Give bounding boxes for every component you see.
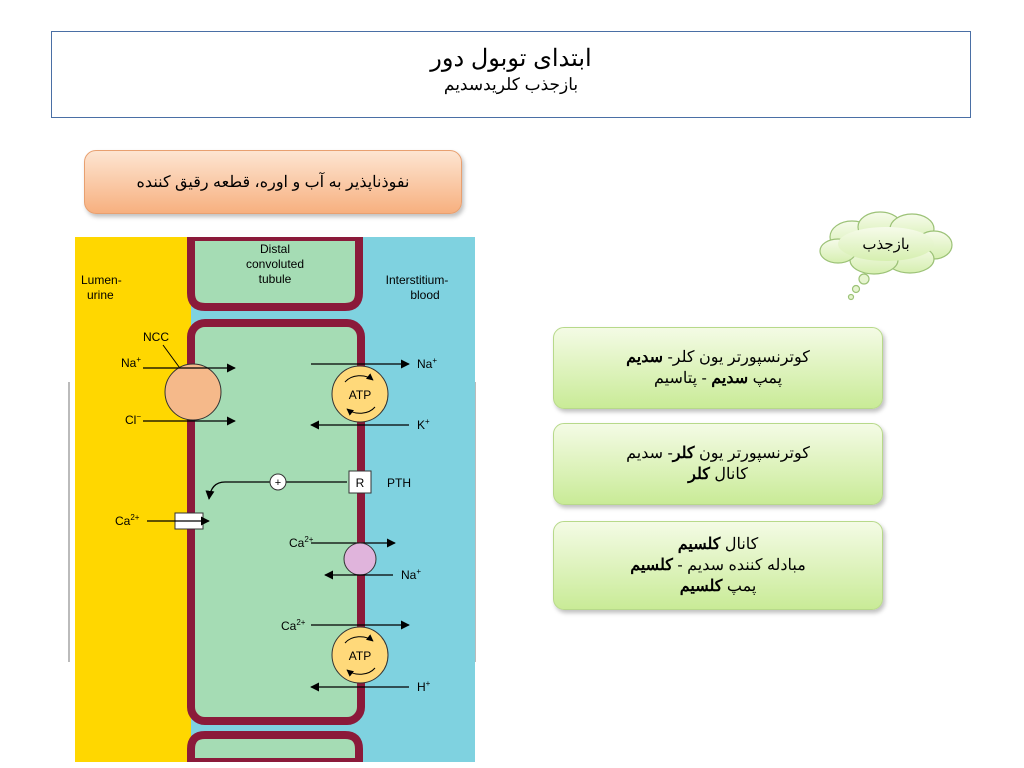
impermeable-note-box: نفوذناپذیر به آب و اوره، قطعه رقیق کننده: [84, 150, 462, 214]
cloud-label: بازجذب: [862, 236, 909, 253]
ca-lumen-label: Ca2+: [115, 513, 140, 528]
ncc-pointer: [162, 344, 183, 372]
ncc-cotransporter: [164, 363, 222, 421]
reabsorption-box-chloride: کوترنسپورتر یون کلر- سدیم کانال کلر: [553, 423, 883, 505]
na-lumen-label: Na+: [121, 355, 141, 370]
atp2-cycle-top: [344, 634, 374, 644]
lumen-label-2: urine: [87, 288, 114, 302]
tubule-label-1: Distal: [260, 242, 290, 256]
pth-signal-arrow: [205, 481, 347, 500]
thought-cloud: بازجذب: [819, 211, 953, 301]
pth-label: PTH: [387, 476, 411, 490]
tubule-label-3: tubule: [259, 272, 292, 286]
title-box: ابتدای توبول دور بازجذب کلریدسدیم: [51, 31, 971, 118]
reabsorption-box-sodium: کوترنسپورتر یون کلر- سدیم پمپ سدیم - پتا…: [553, 327, 883, 409]
box3-line1: کانال کلسیم: [677, 536, 759, 553]
tubule-label-2: convoluted: [246, 257, 304, 271]
interstitium-label-2: blood: [410, 288, 439, 302]
background-line-right: [474, 382, 476, 662]
cl-lumen-label: Cl−: [125, 412, 141, 427]
background-line-left: [68, 382, 70, 662]
page-subtitle: بازجذب کلریدسدیم: [443, 75, 579, 94]
ca-exchanger-label: Ca2+: [289, 535, 314, 550]
lumen-label-1: Lumen-: [81, 273, 122, 287]
upper-cell: [187, 237, 363, 311]
reabsorption-box-calcium: کانال کلسیم مبادله کننده سدیم - کلسیم پم…: [553, 521, 883, 610]
atp-cycle-bottom: [346, 406, 376, 416]
box2-line2: کانال کلر: [688, 466, 748, 483]
na-blood-label: Na+: [417, 356, 437, 371]
box1-line2: پمپ سدیم - پتاسیم: [653, 370, 783, 387]
atp2-cycle-bottom: [346, 667, 376, 677]
box2-line1: کوترنسپورتر یون کلر- سدیم: [626, 445, 810, 462]
page-title: ابتدای توبول دور: [430, 45, 592, 72]
interstitium-label-1: Interstitium-: [386, 273, 449, 287]
atp-label-2: ATP: [349, 649, 371, 663]
stimulation-sign: [269, 473, 287, 491]
impermeable-note-text: نفوذناپذیر به آب و اوره، قطعه رقیق کننده: [136, 174, 410, 191]
pth-receptor: [348, 470, 372, 494]
lumen-region: [75, 237, 191, 762]
lumen-edge: [179, 237, 187, 762]
box3-line2: مبادله کننده سدیم - کلسیم: [630, 557, 806, 574]
lower-cell: [187, 731, 363, 762]
distal-tubule-diagram: Lumen- urine Distal convoluted tubule In…: [75, 237, 475, 762]
box1-line1: کوترنسپورتر یون کلر- سدیم: [626, 349, 810, 366]
h-blood-label: H+: [417, 679, 431, 694]
na-exchanger-label: Na+: [401, 567, 421, 582]
k-blood-label: K+: [417, 417, 430, 432]
plus-label: +: [275, 477, 281, 489]
atp-cycle-top: [344, 373, 374, 383]
ncc-label: NCC: [143, 330, 169, 344]
receptor-label: R: [356, 476, 365, 490]
atp-label-1: ATP: [349, 388, 371, 402]
na-ca-exchanger: [343, 542, 377, 576]
box3-line3: پمپ کلسیم: [679, 578, 757, 595]
ca-pump-label: Ca2+: [281, 618, 306, 633]
interstitium-region: [355, 237, 475, 762]
